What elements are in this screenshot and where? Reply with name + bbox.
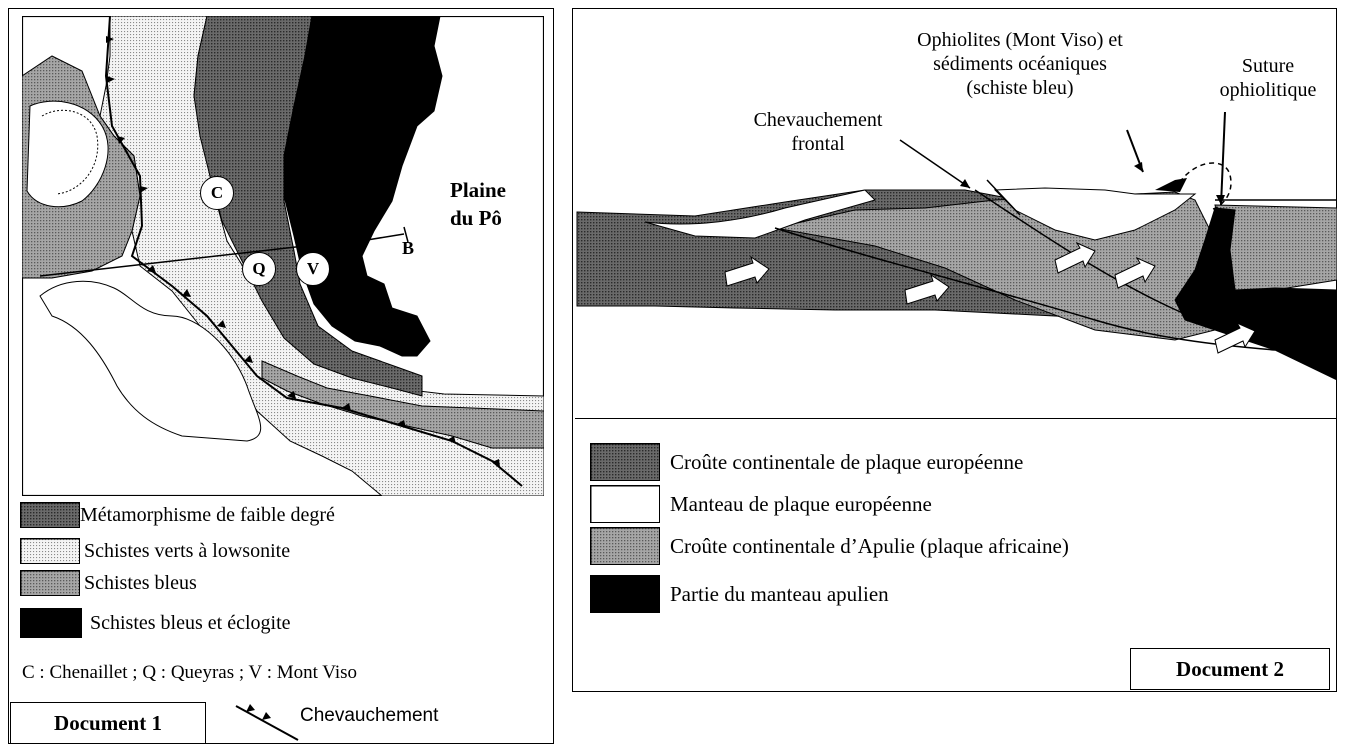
doc2-legend-text-4: Partie du manteau apulien bbox=[670, 581, 889, 606]
doc2-legend-row-3: Croûte continentale d’Apulie (plaque afr… bbox=[590, 527, 1069, 565]
doc1-legend-row-4: Schistes bleus et éclogite bbox=[20, 608, 291, 638]
doc1-swatch-light bbox=[20, 538, 80, 564]
doc2-legend-row-2: Manteau de plaque européenne bbox=[590, 485, 932, 523]
doc1-legend-text-1: Métamorphisme de faible degré bbox=[80, 503, 335, 526]
label-plaine-du-po: Plaine du Pô bbox=[450, 178, 506, 230]
doc2-swatch-medium bbox=[590, 527, 660, 565]
doc1-legend-text-4: Schistes bleus et éclogite bbox=[90, 611, 291, 634]
thrust-legend-icon bbox=[235, 704, 299, 741]
doc1-legend-row-2: Schistes verts à lowsonite bbox=[20, 538, 290, 564]
zone-schistes-bleus-south bbox=[261, 360, 544, 449]
eu-mantle-strip bbox=[644, 189, 876, 239]
doc1-geological-map bbox=[22, 16, 544, 496]
section-line bbox=[39, 233, 405, 277]
doc2-legend-text-3: Croûte continentale d’Apulie (plaque afr… bbox=[670, 533, 1069, 558]
doc1-legend-text-3: Schistes bleus bbox=[84, 571, 197, 594]
document2-frame bbox=[572, 8, 1337, 692]
doc2-cross-section bbox=[576, 162, 1337, 381]
doc2-legend-text-2: Manteau de plaque européenne bbox=[670, 491, 932, 516]
white-patch-1 bbox=[26, 100, 109, 208]
apulia-mantle bbox=[1174, 207, 1337, 381]
doc1-legend-row-1: Métamorphisme de faible degré bbox=[20, 502, 335, 528]
doc2-legend-row-4: Partie du manteau apulien bbox=[590, 575, 889, 613]
doc1-legend-text-2: Schistes verts à lowsonite bbox=[84, 539, 291, 562]
doc2-swatch-white bbox=[590, 485, 660, 523]
doc1-swatch-dense bbox=[20, 502, 80, 528]
doc2-annotation-suture: Suture ophiolitique bbox=[1219, 55, 1317, 101]
doc2-swatch-black bbox=[590, 575, 660, 613]
motion-arrows bbox=[724, 241, 1256, 354]
doc1-swatch-black bbox=[20, 608, 82, 638]
doc1-legend-row-3: Schistes bleus bbox=[20, 570, 197, 596]
doc2-swatch-dense bbox=[590, 443, 660, 481]
ophiolite-lens bbox=[1155, 178, 1187, 192]
thrust-line-main bbox=[104, 16, 523, 487]
eu-mantle-patch bbox=[993, 187, 1197, 241]
doc2-annotation-ophiolites: Ophiolites (Mont Viso) et sédiments océa… bbox=[917, 29, 1123, 99]
doc2-annotation-arrows bbox=[899, 111, 1226, 216]
section-end-label: B bbox=[402, 238, 415, 258]
thrust-legend-text: Chevauchement bbox=[300, 705, 439, 726]
section-end-tick bbox=[403, 226, 409, 243]
doc2-label: Document 2 bbox=[1130, 648, 1330, 690]
site-c: C bbox=[200, 176, 234, 210]
thrust-curve-1 bbox=[774, 227, 1276, 351]
doc2-annotation-thrust: Chevauchement frontal bbox=[753, 109, 883, 155]
doc2-legend-frame bbox=[575, 418, 1337, 692]
doc2-legend-text-1: Croûte continentale de plaque européenne bbox=[670, 449, 1024, 474]
site-v: V bbox=[296, 252, 330, 286]
doc1-swatch-medium bbox=[20, 570, 80, 596]
doc2-legend-row-1: Croûte continentale de plaque européenne bbox=[590, 443, 1023, 481]
thrust-teeth bbox=[106, 36, 500, 467]
dotted-contour bbox=[41, 109, 99, 195]
doc1-sites-caption: C : Chenaillet ; Q : Queyras ; V : Mont … bbox=[22, 662, 358, 683]
white-patch-2 bbox=[39, 280, 262, 442]
site-q: Q bbox=[242, 252, 276, 286]
doc1-label: Document 1 bbox=[10, 702, 206, 744]
